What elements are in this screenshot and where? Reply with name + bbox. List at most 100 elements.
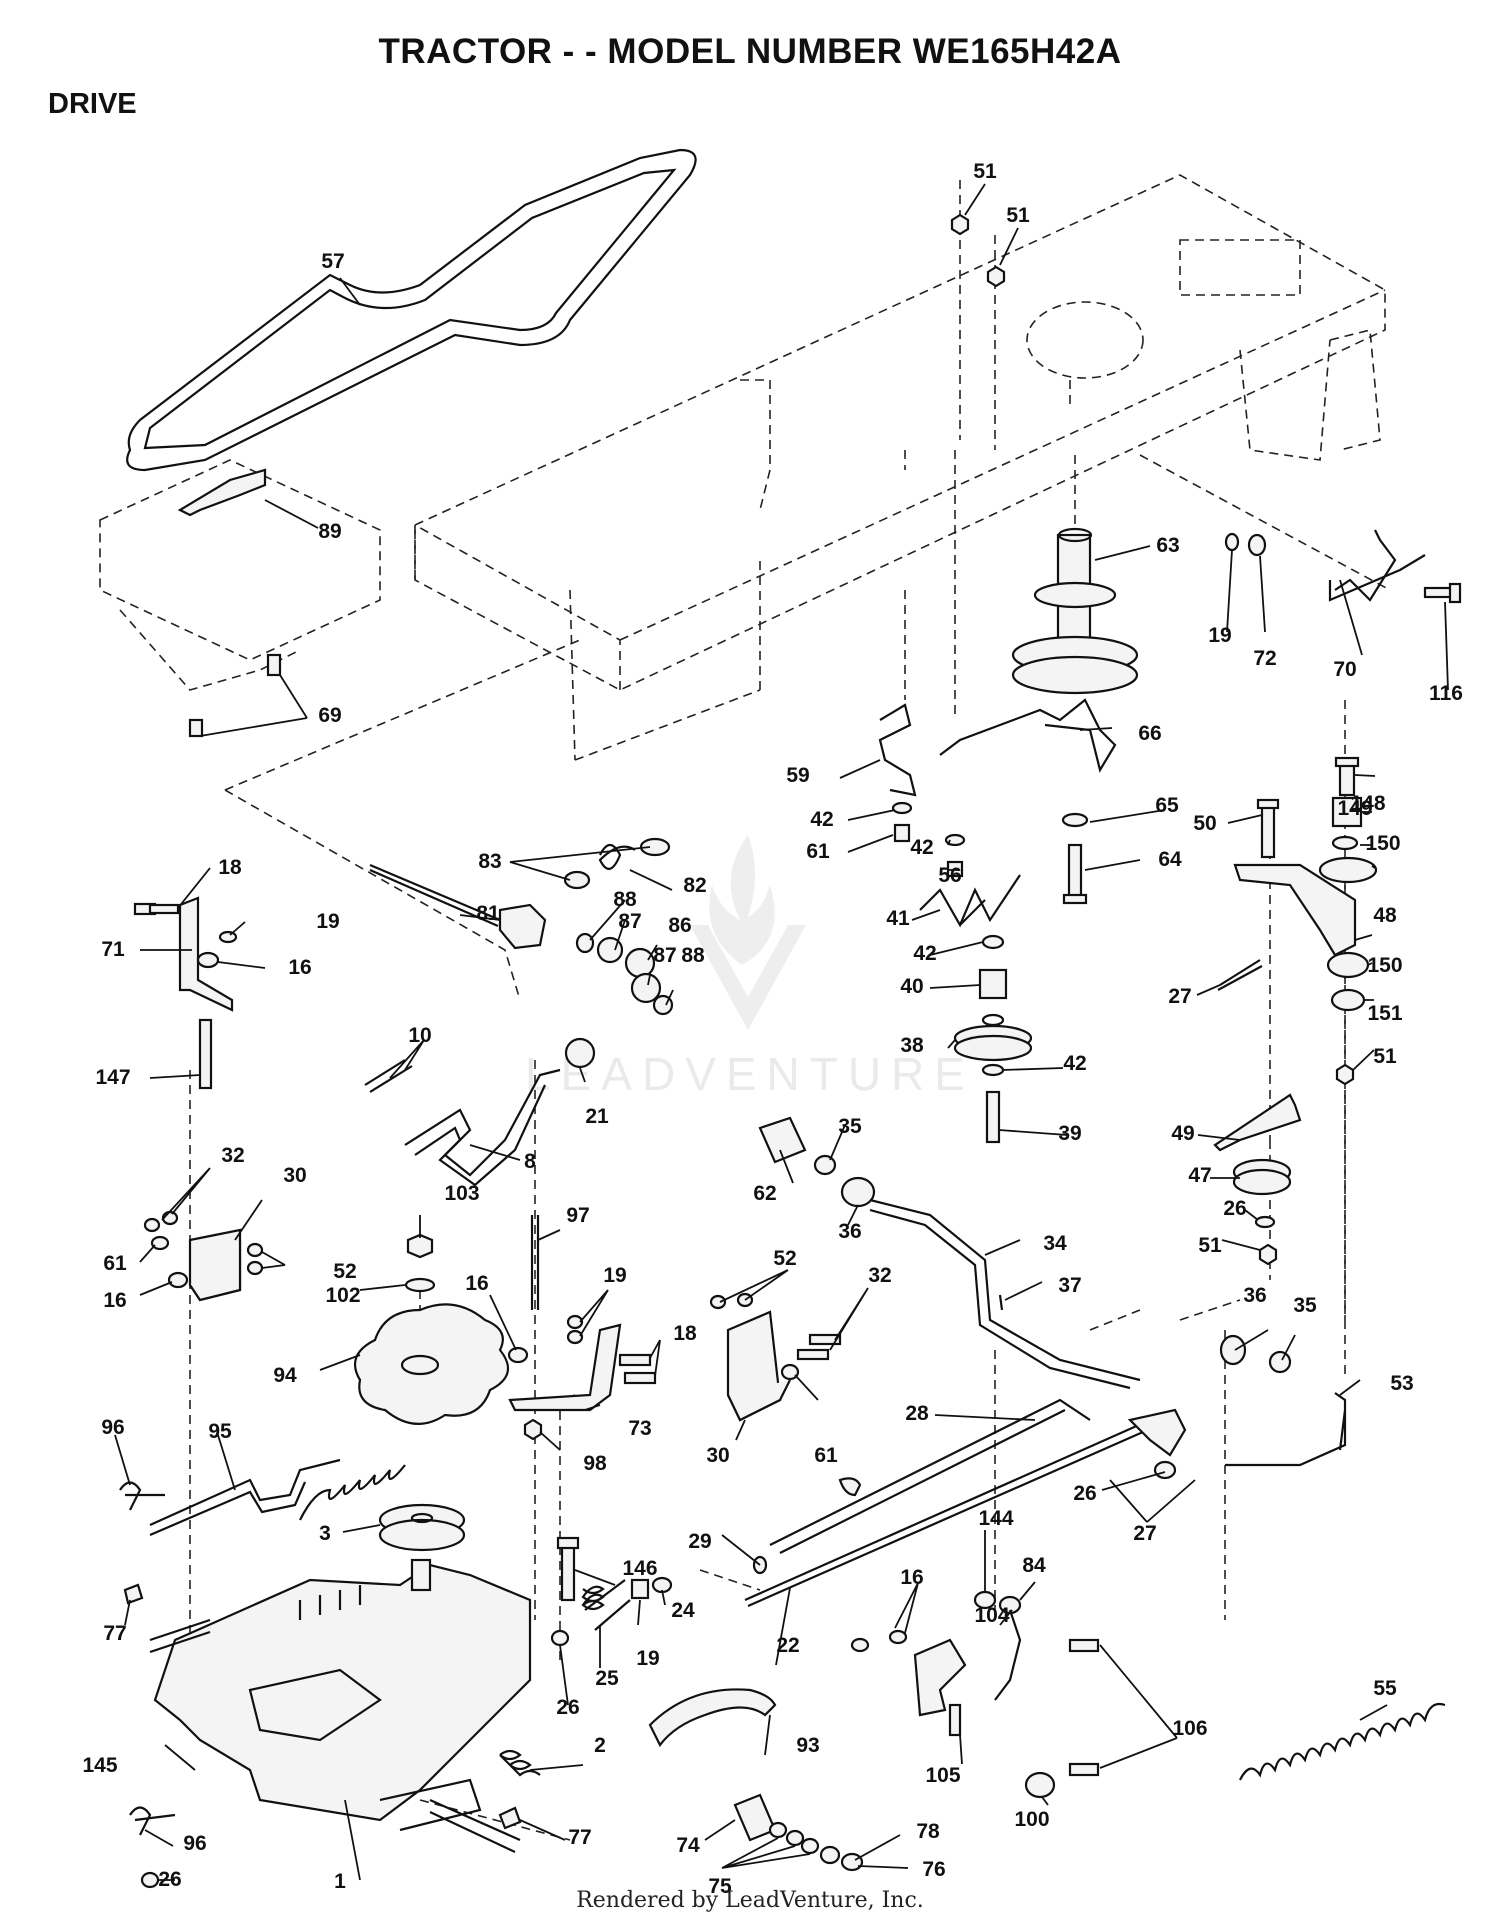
section-heading: DRIVE: [48, 88, 137, 120]
part-number-label: 16: [288, 956, 311, 979]
bracket-30-left: [143, 1210, 264, 1302]
hose-93: [648, 1688, 777, 1748]
transaxle-pulley-3: [378, 1503, 466, 1552]
part-number-label: 26: [556, 1696, 579, 1719]
part-number-label: 38: [900, 1034, 924, 1057]
part-number-label: 96: [183, 1832, 206, 1855]
rods-28-22: [744, 1398, 1187, 1608]
watermark-logo: LEADVENTURE: [525, 835, 975, 1100]
part-number-label: 50: [1193, 812, 1216, 835]
idler-pulley-assembly: [953, 934, 1033, 1144]
part-number-label: 88: [613, 888, 637, 911]
part-number-label: 36: [838, 1220, 861, 1243]
part-number-label: 24: [671, 1599, 695, 1622]
part-number-label: 95: [208, 1420, 232, 1443]
drive-belt: [126, 148, 697, 472]
part-number-label: 16: [900, 1566, 923, 1589]
page-title: TRACTOR - - MODEL NUMBER WE165H42A: [378, 32, 1122, 71]
part-number-label: 61: [814, 1444, 838, 1467]
part-number-label: 73: [628, 1417, 651, 1440]
bracket-73-assembly: [507, 1314, 657, 1441]
part-number-label: 19: [636, 1647, 659, 1670]
part-number-label: 71: [101, 938, 125, 961]
part-number-label: 87: [653, 944, 676, 967]
spring-70: [1328, 529, 1426, 602]
part-number-label: 34: [1043, 1232, 1067, 1255]
part-number-label: 61: [103, 1252, 127, 1275]
part-number-label: 65: [1155, 794, 1179, 817]
part-number-label: 16: [465, 1272, 488, 1295]
part-number-label: 98: [583, 1452, 607, 1475]
part-number-label: 25: [595, 1667, 619, 1690]
part-number-label: 32: [221, 1144, 244, 1167]
part-number-label: 86: [668, 914, 691, 937]
part-number-label: 102: [325, 1284, 360, 1307]
shift-lever-8-assembly: [364, 1037, 596, 1187]
part-number-label: 150: [1365, 832, 1400, 855]
part-number-label: 30: [283, 1164, 306, 1187]
watermark-text: LEADVENTURE: [525, 1048, 975, 1100]
pulley-63: [1011, 527, 1139, 695]
part-number-label: 35: [1293, 1294, 1317, 1317]
part-number-label: 36: [1243, 1284, 1266, 1307]
bushing-62-washers: [758, 1116, 876, 1208]
part-number-label: 48: [1373, 904, 1397, 927]
washer-65-bolt-64: [1061, 812, 1089, 905]
part-number-label: 89: [318, 520, 341, 543]
part-number-label: 63: [1156, 534, 1179, 557]
part-number-label: 66: [1138, 722, 1161, 745]
part-number-label: 88: [681, 944, 705, 967]
part-number-label: 2: [594, 1734, 606, 1757]
part-number-label: 42: [913, 942, 936, 965]
bushing-74-washers: [733, 1793, 864, 1872]
part-number-label: 40: [900, 975, 923, 998]
part-number-label: 26: [1223, 1197, 1246, 1220]
cotter-pin-27: [1217, 959, 1263, 991]
part-number-label: 57: [321, 250, 344, 273]
part-number-label: 75: [708, 1875, 732, 1898]
part-number-label: 144: [978, 1507, 1013, 1530]
part-number-label: 149: [1337, 797, 1372, 820]
part-number-label: 18: [673, 1322, 697, 1345]
part-number-label: 47: [1188, 1164, 1211, 1187]
part-number-label: 21: [585, 1105, 609, 1128]
part-number-label: 116: [1429, 682, 1463, 705]
part-number-label: 70: [1333, 658, 1356, 681]
part-number-label: 42: [810, 808, 833, 831]
part-number-label: 150: [1367, 954, 1402, 977]
part-number-label: 77: [568, 1826, 591, 1849]
part-number-label: 51: [1373, 1045, 1397, 1068]
cooling-fan-94: [353, 1303, 510, 1425]
part-number-label: 29: [688, 1530, 711, 1553]
tractor-frame: [99, 174, 1386, 761]
rod-34: [869, 1198, 1141, 1390]
washers-19-72: [1224, 532, 1267, 557]
part-number-label: 26: [1073, 1482, 1096, 1505]
linkage-104-assembly: [850, 1590, 1100, 1799]
part-number-label: 27: [1133, 1522, 1156, 1545]
part-number-label: 51: [973, 160, 997, 183]
nuts-51: [950, 213, 1355, 1266]
part-number-label: 28: [905, 1402, 929, 1425]
part-number-label: 81: [476, 902, 500, 925]
rod-53: [1225, 1392, 1347, 1467]
part-number-label: 56: [938, 864, 961, 887]
spring-2: [499, 1749, 541, 1777]
part-number-label: 106: [1172, 1717, 1207, 1740]
part-number-label: 94: [273, 1364, 297, 1387]
part-number-label: 97: [566, 1204, 589, 1227]
fan-hub: [400, 1354, 440, 1376]
part-number-label: 37: [1058, 1274, 1081, 1297]
part-number-label: 3: [319, 1522, 331, 1545]
part-number-label: 19: [316, 910, 339, 933]
bolts-69: [188, 653, 282, 738]
transaxle-1: [149, 1558, 532, 1853]
part-number-label: 151: [1367, 1002, 1402, 1025]
part-number-label: 145: [82, 1754, 117, 1777]
part-number-label: 93: [796, 1734, 819, 1757]
part-number-label: 19: [603, 1264, 626, 1287]
idler-arm-assembly: [1233, 756, 1378, 1012]
part-number-label: 16: [103, 1289, 126, 1312]
nut-103-washer-102: [404, 1233, 436, 1293]
